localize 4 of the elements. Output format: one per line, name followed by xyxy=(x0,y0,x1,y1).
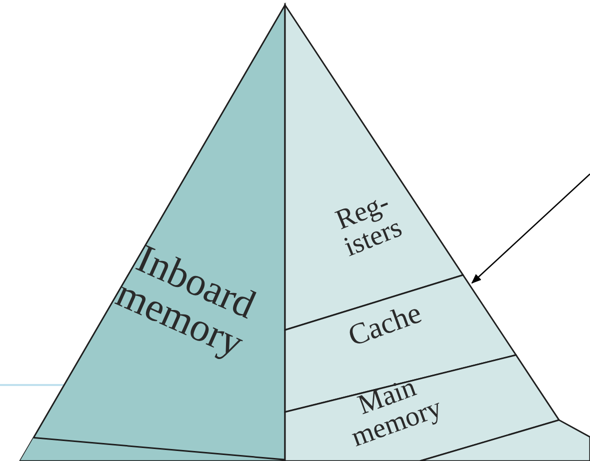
arrow xyxy=(471,174,590,284)
level-label: Reg- isters xyxy=(330,186,408,265)
level-label: Main memory xyxy=(346,370,447,456)
level-label: Cache xyxy=(342,295,427,355)
